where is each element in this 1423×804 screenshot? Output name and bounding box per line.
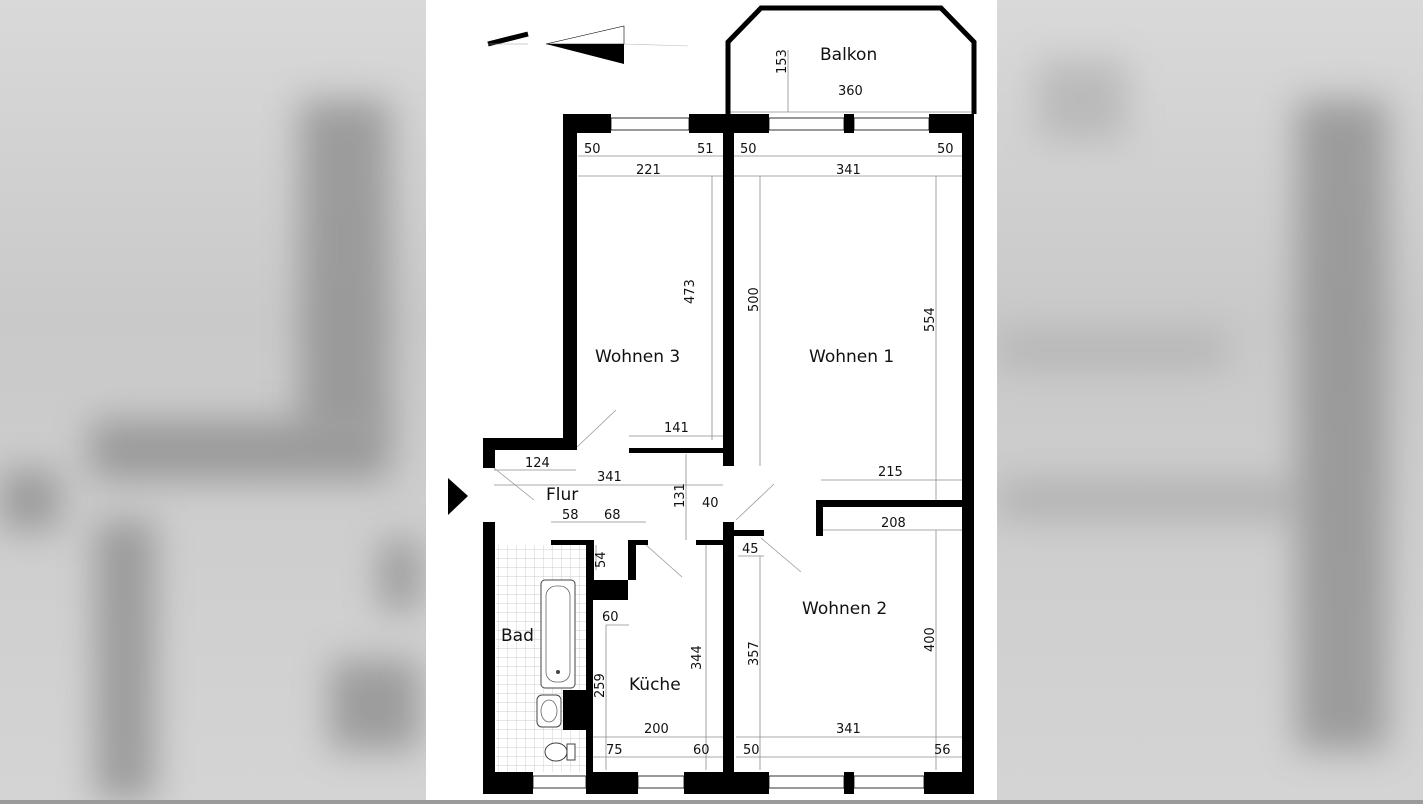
dim-flur-124: 124 <box>525 456 550 471</box>
dim-kueche-344: 344 <box>690 645 705 670</box>
blurred-background-left <box>0 0 426 800</box>
room-label-balkon: Balkon <box>820 45 877 65</box>
dim-w2-400: 400 <box>923 627 938 652</box>
dim-w2-50: 50 <box>743 743 760 758</box>
dim-w3-left: 50 <box>584 142 601 157</box>
dim-w3-right: 51 <box>697 142 714 157</box>
dim-w1-width: 341 <box>836 163 861 178</box>
room-label-wohnen3: Wohnen 3 <box>595 347 680 367</box>
dim-w1-left: 50 <box>740 142 757 157</box>
dim-kueche-200: 200 <box>644 722 669 737</box>
dim-w1-height-right: 554 <box>923 307 938 332</box>
dim-flur-68: 68 <box>604 508 621 523</box>
north-arrow-icon <box>487 25 689 64</box>
walls <box>483 5 977 794</box>
dim-flur-131: 131 <box>673 483 688 508</box>
dim-w3-width: 221 <box>636 163 661 178</box>
dim-balkon-width: 360 <box>838 84 863 99</box>
blurred-background-right <box>997 0 1423 800</box>
room-label-wohnen2: Wohnen 2 <box>802 599 887 619</box>
dim-w2-341: 341 <box>836 722 861 737</box>
dimension-lines <box>494 50 971 770</box>
dim-w3-height: 473 <box>683 279 698 304</box>
room-label-wohnen1: Wohnen 1 <box>809 347 894 367</box>
room-label-flur: Flur <box>546 485 578 505</box>
dim-kueche-259: 259 <box>593 673 608 698</box>
dim-w2-357: 357 <box>747 641 762 666</box>
dim-kueche-60-top: 60 <box>602 610 619 625</box>
dim-balkon-depth: 153 <box>775 49 790 74</box>
room-label-kueche: Küche <box>629 675 681 695</box>
toilet-icon <box>544 742 576 762</box>
floor-plan: Balkon Wohnen 3 Wohnen 1 Wohnen 2 Flur B… <box>426 0 997 800</box>
entrance-arrow-icon <box>448 478 468 515</box>
dim-w1-right: 50 <box>937 142 954 157</box>
dim-flur-58: 58 <box>562 508 579 523</box>
dim-kueche-75: 75 <box>606 743 623 758</box>
door-swings <box>493 409 802 578</box>
room-label-bad: Bad <box>501 626 534 646</box>
bathtub-icon <box>540 579 576 689</box>
dim-flur-54: 54 <box>594 551 609 568</box>
dim-w2-208: 208 <box>881 516 906 531</box>
dim-kueche-60: 60 <box>693 743 710 758</box>
dim-flur-40: 40 <box>702 496 719 511</box>
floor-plan-drawing: Balkon Wohnen 3 Wohnen 1 Wohnen 2 Flur B… <box>448 5 977 794</box>
dim-w1-height-left: 500 <box>747 287 762 312</box>
washbasin-icon <box>536 694 562 728</box>
dim-w2-56: 56 <box>934 743 951 758</box>
dim-flur-341: 341 <box>597 470 622 485</box>
dim-w2-45: 45 <box>742 542 759 557</box>
dim-w1-215: 215 <box>878 465 903 480</box>
dim-w3-door: 141 <box>664 421 689 436</box>
